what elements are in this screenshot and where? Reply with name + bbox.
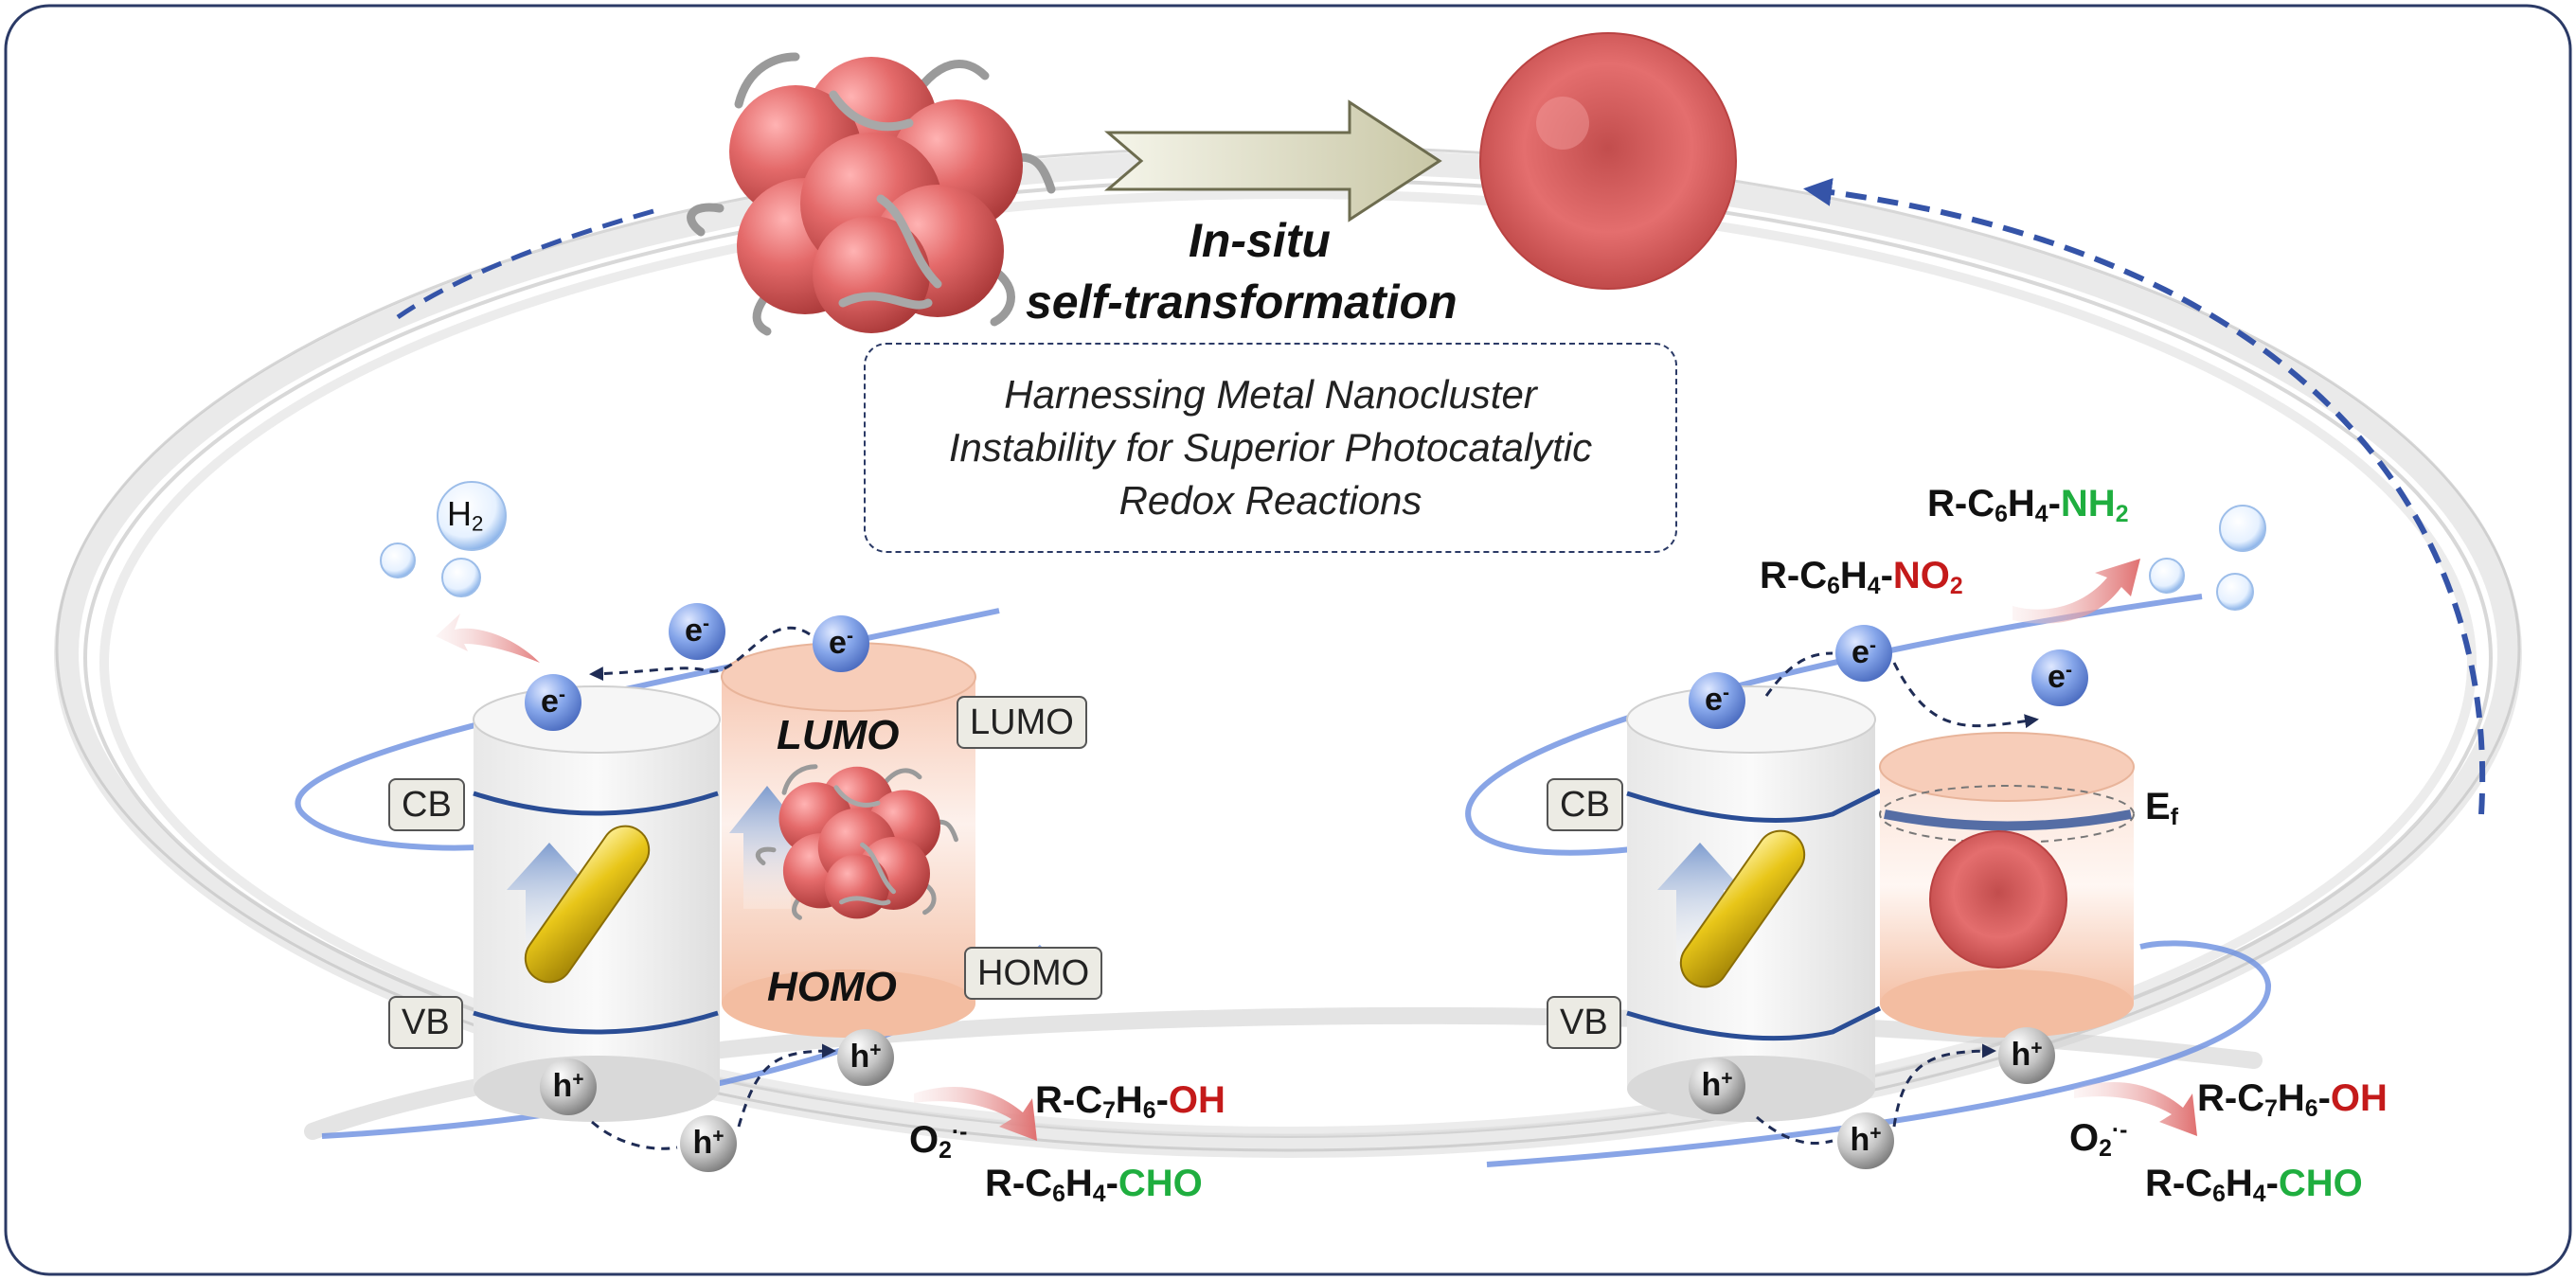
- left-oxidation-pink-arrow: [914, 1086, 1037, 1141]
- left-lumo-box: LUMO: [957, 696, 1087, 749]
- right-nitro-label: R-C6H4-NO2: [1760, 555, 1963, 600]
- left-homo-text: HOMO: [767, 964, 897, 1010]
- right-hole-2: [1837, 1112, 1894, 1169]
- right-bubble-1: [2219, 505, 2266, 552]
- summary-note-box: Harnessing Metal Nanocluster Instability…: [864, 343, 1677, 553]
- right-aldehyde-label: R-C6H4-CHO: [2145, 1163, 2363, 1208]
- right-hole-1: [1689, 1058, 1745, 1114]
- left-semiconductor-rod: [524, 825, 651, 984]
- left-h2-label: H2: [447, 494, 484, 536]
- right-vb-box: VB: [1547, 996, 1621, 1049]
- right-fermi-level-label: Ef: [2145, 786, 2178, 831]
- right-bubble-2: [2149, 558, 2185, 594]
- summary-line-2: Instability for Superior Photocatalytic: [948, 425, 1593, 470]
- right-electron-label-1: e-: [1852, 634, 1876, 670]
- left-hole-3: [837, 1029, 894, 1086]
- right-amine-label: R-C6H4-NH2: [1927, 483, 2129, 528]
- left-h2-pink-arrow: [436, 613, 540, 663]
- left-electron-label-1: e-: [685, 613, 709, 649]
- left-electron-1: [669, 603, 725, 660]
- left-hole-2: [680, 1115, 737, 1172]
- left-hole-label-2: h+: [692, 1125, 724, 1161]
- left-hole-1: [540, 1058, 597, 1115]
- left-bubble-small-2: [441, 558, 481, 597]
- right-hole-label-2: h+: [1850, 1122, 1882, 1158]
- right-alcohol-label: R-C7H6-OH: [2197, 1077, 2388, 1123]
- left-vb-box: VB: [388, 996, 463, 1049]
- title-line-2: self-transformation: [1026, 276, 1458, 329]
- dashed-arrow-right: [1803, 178, 2486, 815]
- right-hole-3: [1998, 1027, 2055, 1084]
- left-aldehyde-label: R-C6H4-CHO: [985, 1163, 1203, 1208]
- left-hole-label-3: h+: [850, 1039, 882, 1075]
- right-hole-transfer: [1756, 1051, 1994, 1145]
- left-electron-3: [525, 674, 581, 731]
- right-hole-label-3: h+: [2011, 1037, 2043, 1073]
- right-oxidation-pink-arrow: [2074, 1081, 2197, 1136]
- left-h2-bubble: [437, 481, 507, 551]
- right-electron-1: [1835, 625, 1892, 682]
- left-electron-transfer: [589, 626, 811, 682]
- left-homo-box: HOMO: [964, 947, 1103, 1000]
- right-metal-nanoparticle: [1929, 830, 2067, 969]
- right-hole-label-1: h+: [1701, 1067, 1733, 1103]
- nanocluster-top: [687, 52, 1056, 336]
- right-electron-3: [2031, 649, 2088, 706]
- summary-line-3: Redox Reactions: [1118, 478, 1422, 523]
- right-superoxide-label: O2·-: [2069, 1117, 2128, 1163]
- right-semiconductor-rod: [1679, 829, 1806, 988]
- left-hole-transfer: [591, 1051, 833, 1150]
- left-cb-box: CB: [388, 778, 465, 831]
- left-electron-label-2: e-: [829, 625, 853, 661]
- left-superoxide-label: O2·-: [909, 1119, 968, 1164]
- left-hole-label-1: h+: [552, 1068, 584, 1104]
- right-electron-transfer: [1764, 651, 2036, 726]
- right-electron-2: [1689, 672, 1745, 729]
- transformation-arrow: [1103, 99, 1442, 222]
- metal-nanoparticle-top: [1479, 32, 1737, 290]
- right-reduction-pink-arrow: [2012, 559, 2140, 624]
- dashed-arrow-left: [396, 208, 654, 320]
- right-electron-label-3: e-: [2048, 659, 2072, 695]
- right-cb-box: CB: [1547, 778, 1623, 831]
- title-line-1: In-situ: [1189, 214, 1331, 267]
- right-electron-label-2: e-: [1705, 682, 1729, 718]
- right-bubble-3: [2216, 573, 2254, 611]
- left-bubble-small-1: [380, 542, 416, 578]
- left-electron-2: [813, 615, 869, 672]
- left-alcohol-label: R-C7H6-OH: [1035, 1079, 1225, 1125]
- left-electron-label-3: e-: [541, 684, 565, 720]
- summary-line-1: Harnessing Metal Nanocluster: [1004, 372, 1537, 417]
- left-lumo-text: LUMO: [777, 712, 900, 758]
